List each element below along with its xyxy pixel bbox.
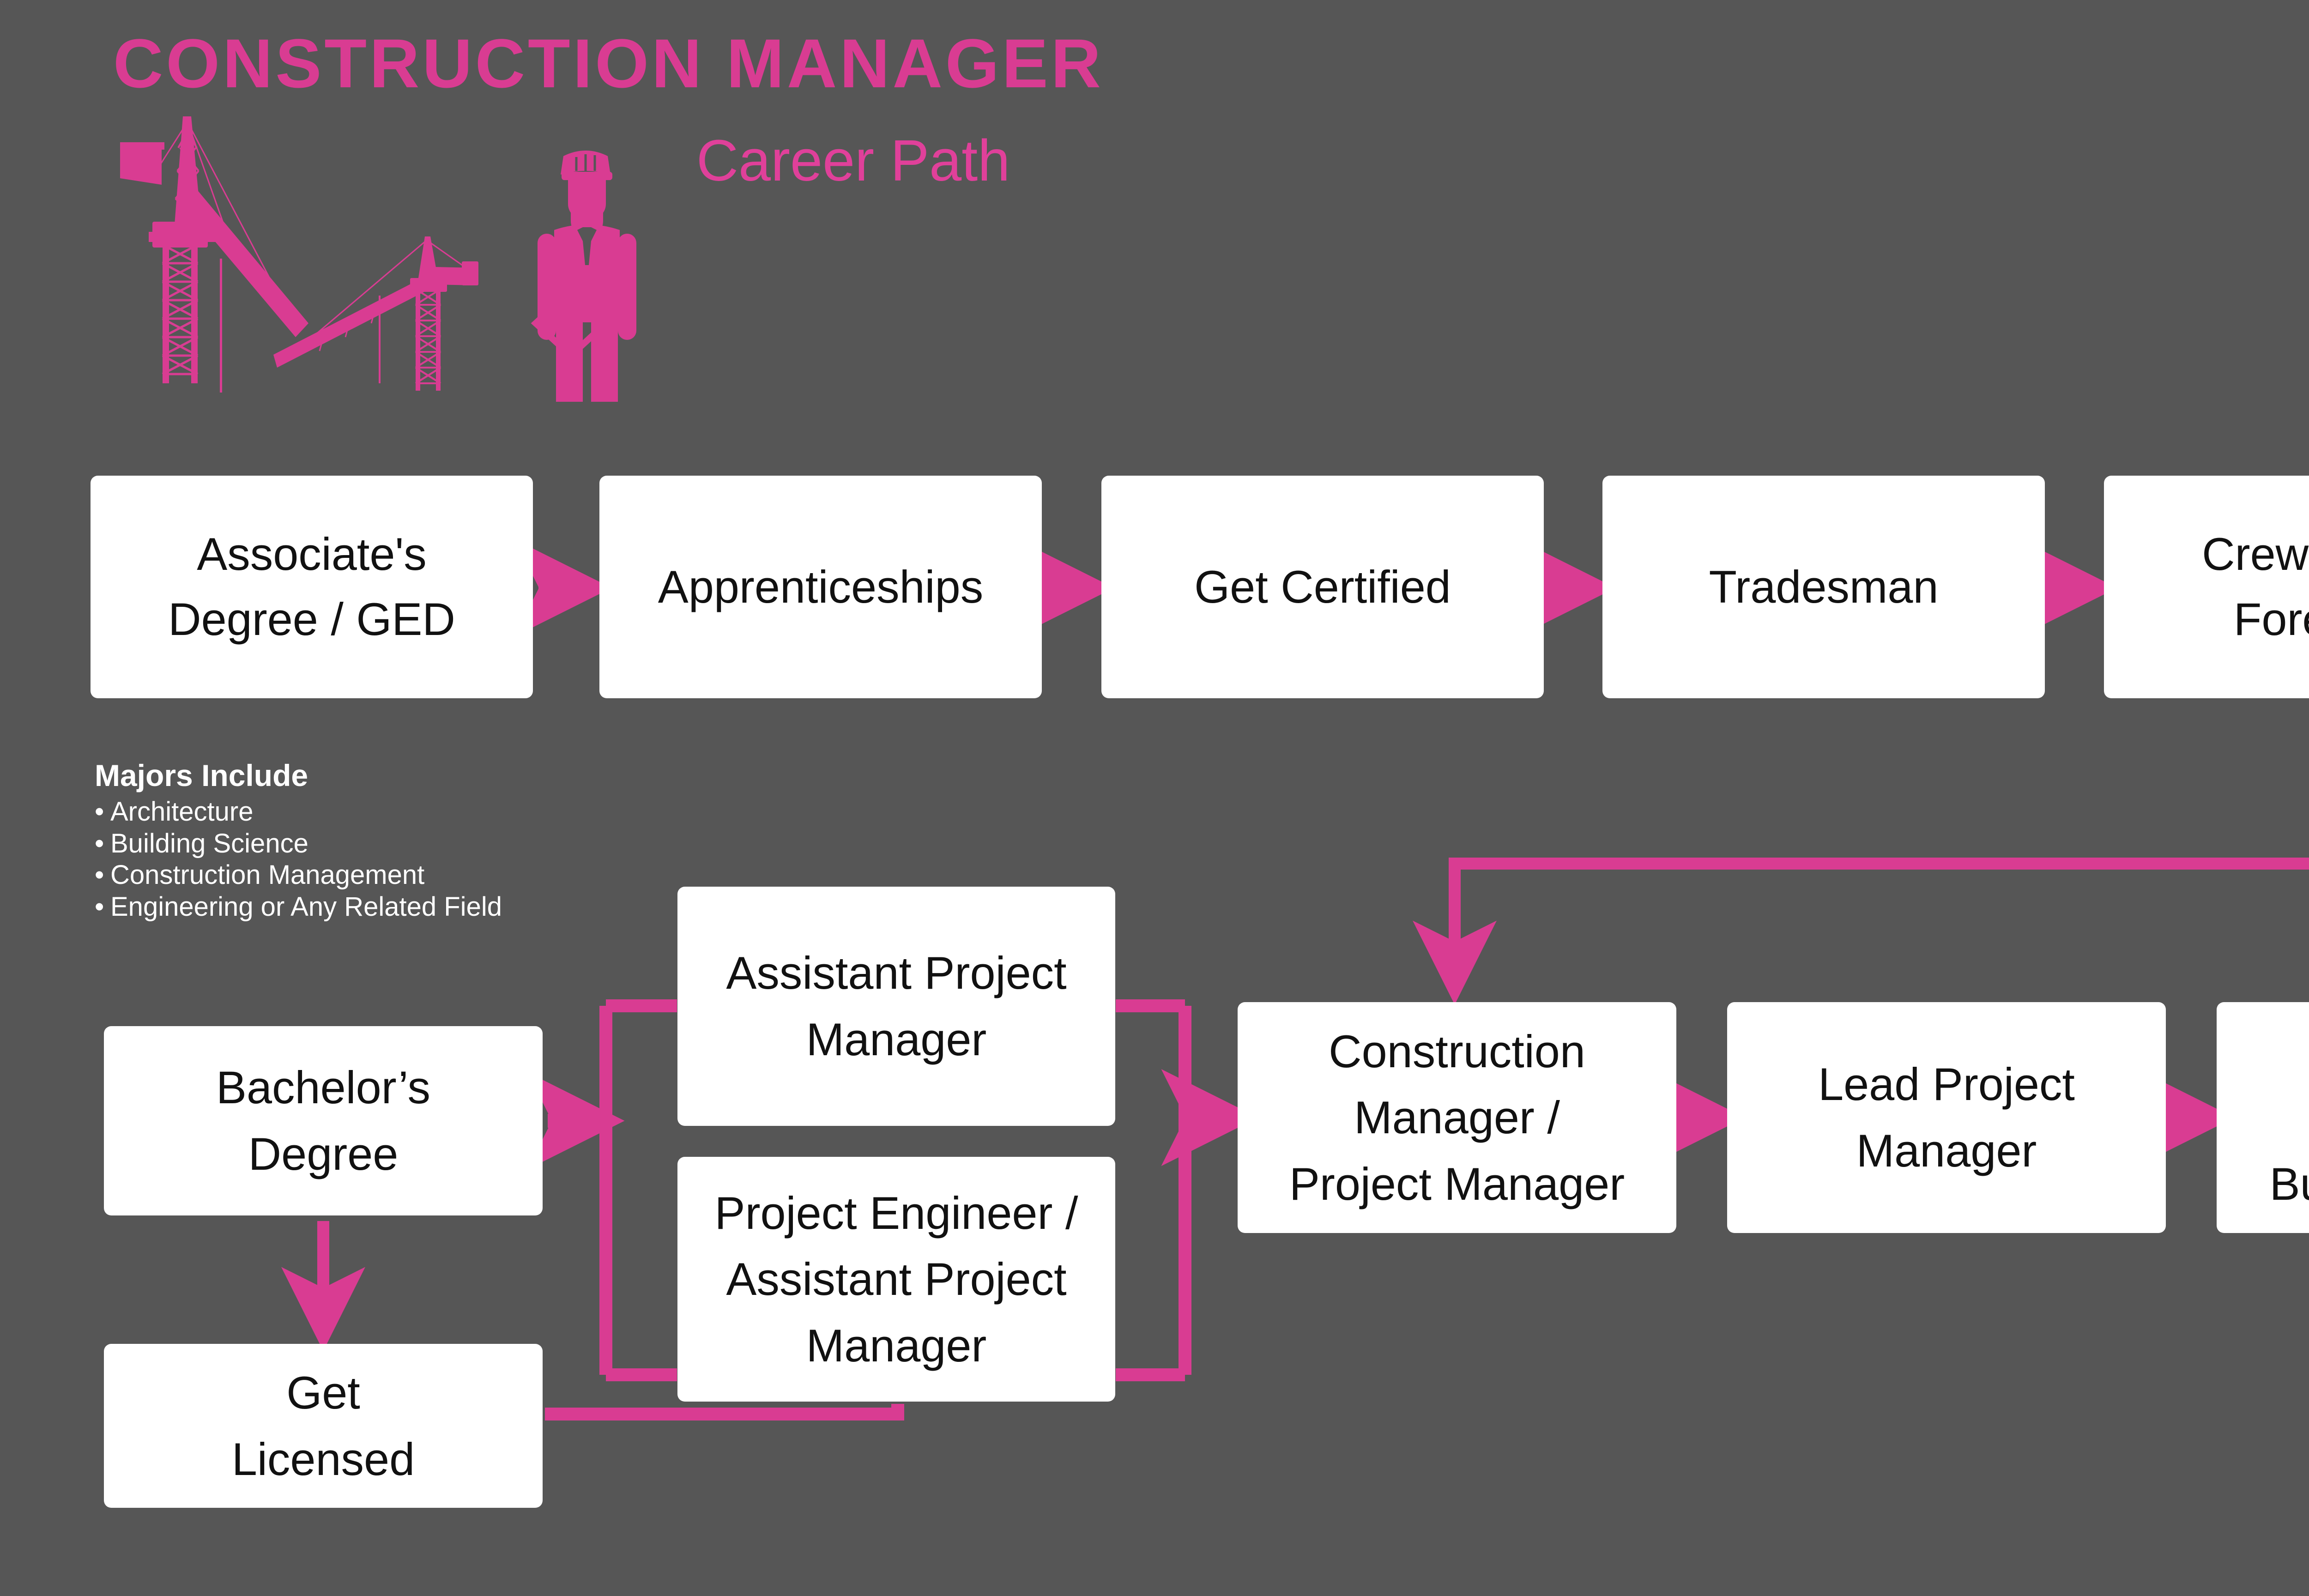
node-get-licensed[interactable]: Get Licensed xyxy=(104,1344,543,1508)
node-line-1: Get xyxy=(286,1366,360,1418)
node-line-2: Assistant Project xyxy=(726,1253,1067,1305)
node-line-2: Manager / xyxy=(1354,1092,1560,1143)
node-line-2: Licensed xyxy=(231,1433,415,1485)
node-line-1: Apprenticeships xyxy=(658,561,984,612)
node-construction-manager[interactable]: Construction Manager / Project Manager xyxy=(1238,1002,1676,1233)
node-associates-degree[interactable]: Associate's Degree / GED xyxy=(91,476,533,698)
majors-list: •Architecture •Building Science •Constru… xyxy=(95,796,695,923)
node-bachelors-degree[interactable]: Bachelor’s Degree xyxy=(104,1026,543,1215)
node-line-2: Foreman xyxy=(2233,593,2309,645)
node-line-1: Tradesman xyxy=(1709,561,1939,612)
node-line-1: Assistant Project xyxy=(726,947,1067,999)
majors-include-block: Majors Include •Architecture •Building S… xyxy=(95,758,695,923)
node-get-certified[interactable]: Get Certified xyxy=(1101,476,1544,698)
node-project-engineer[interactable]: Project Engineer / Assistant Project Man… xyxy=(677,1157,1115,1402)
node-line-1: Construction xyxy=(1329,1025,1585,1077)
node-apprenticeships[interactable]: Apprenticeships xyxy=(599,476,1042,698)
node-line-3: Business Owner xyxy=(2269,1158,2309,1209)
page-title: CONSTRUCTION MANAGER xyxy=(113,24,1104,102)
list-item: •Construction Management xyxy=(95,860,425,890)
node-line-3: Project Manager xyxy=(1289,1158,1625,1209)
majors-item-label: Engineering or Any Related Field xyxy=(110,891,502,922)
node-line-2: Manager xyxy=(1856,1125,2037,1176)
construction-cranes-and-worker-icon xyxy=(120,116,636,402)
majors-heading: Majors Include xyxy=(95,758,308,792)
majors-item-label: Architecture xyxy=(110,797,254,827)
node-tradesman[interactable]: Tradesman xyxy=(1602,476,2045,698)
node-line-1: Get Certified xyxy=(1194,561,1451,612)
node-line-1: Project Engineer / xyxy=(714,1187,1078,1239)
list-item: •Building Science xyxy=(95,828,308,858)
list-item: •Engineering or Any Related Field xyxy=(95,891,502,922)
node-line-3: Manager xyxy=(806,1319,987,1371)
majors-item-label: Construction Management xyxy=(110,860,425,890)
page-subtitle: Career Path xyxy=(696,128,1010,193)
node-line-1: Associate's xyxy=(197,528,427,580)
node-line-2: Degree / GED xyxy=(168,593,455,645)
node-crew-lead-foreman[interactable]: Crew Lead / Foreman xyxy=(2104,476,2309,698)
node-line-1: Lead Project xyxy=(1818,1058,2075,1110)
node-line-2: Manager xyxy=(806,1014,987,1065)
node-line-1: Bachelor’s xyxy=(216,1062,431,1113)
node-lead-project-manager[interactable]: Lead Project Manager xyxy=(1727,1002,2166,1233)
majors-item-label: Building Science xyxy=(110,828,308,858)
list-item: •Architecture xyxy=(95,797,254,827)
node-line-1: Crew Lead / xyxy=(2202,528,2309,580)
node-assistant-project-manager[interactable]: Assistant Project Manager xyxy=(677,887,1115,1126)
node-general-contractor[interactable]: General Contractor / Business Owner xyxy=(2217,1002,2309,1233)
node-line-2: Degree xyxy=(248,1128,399,1179)
